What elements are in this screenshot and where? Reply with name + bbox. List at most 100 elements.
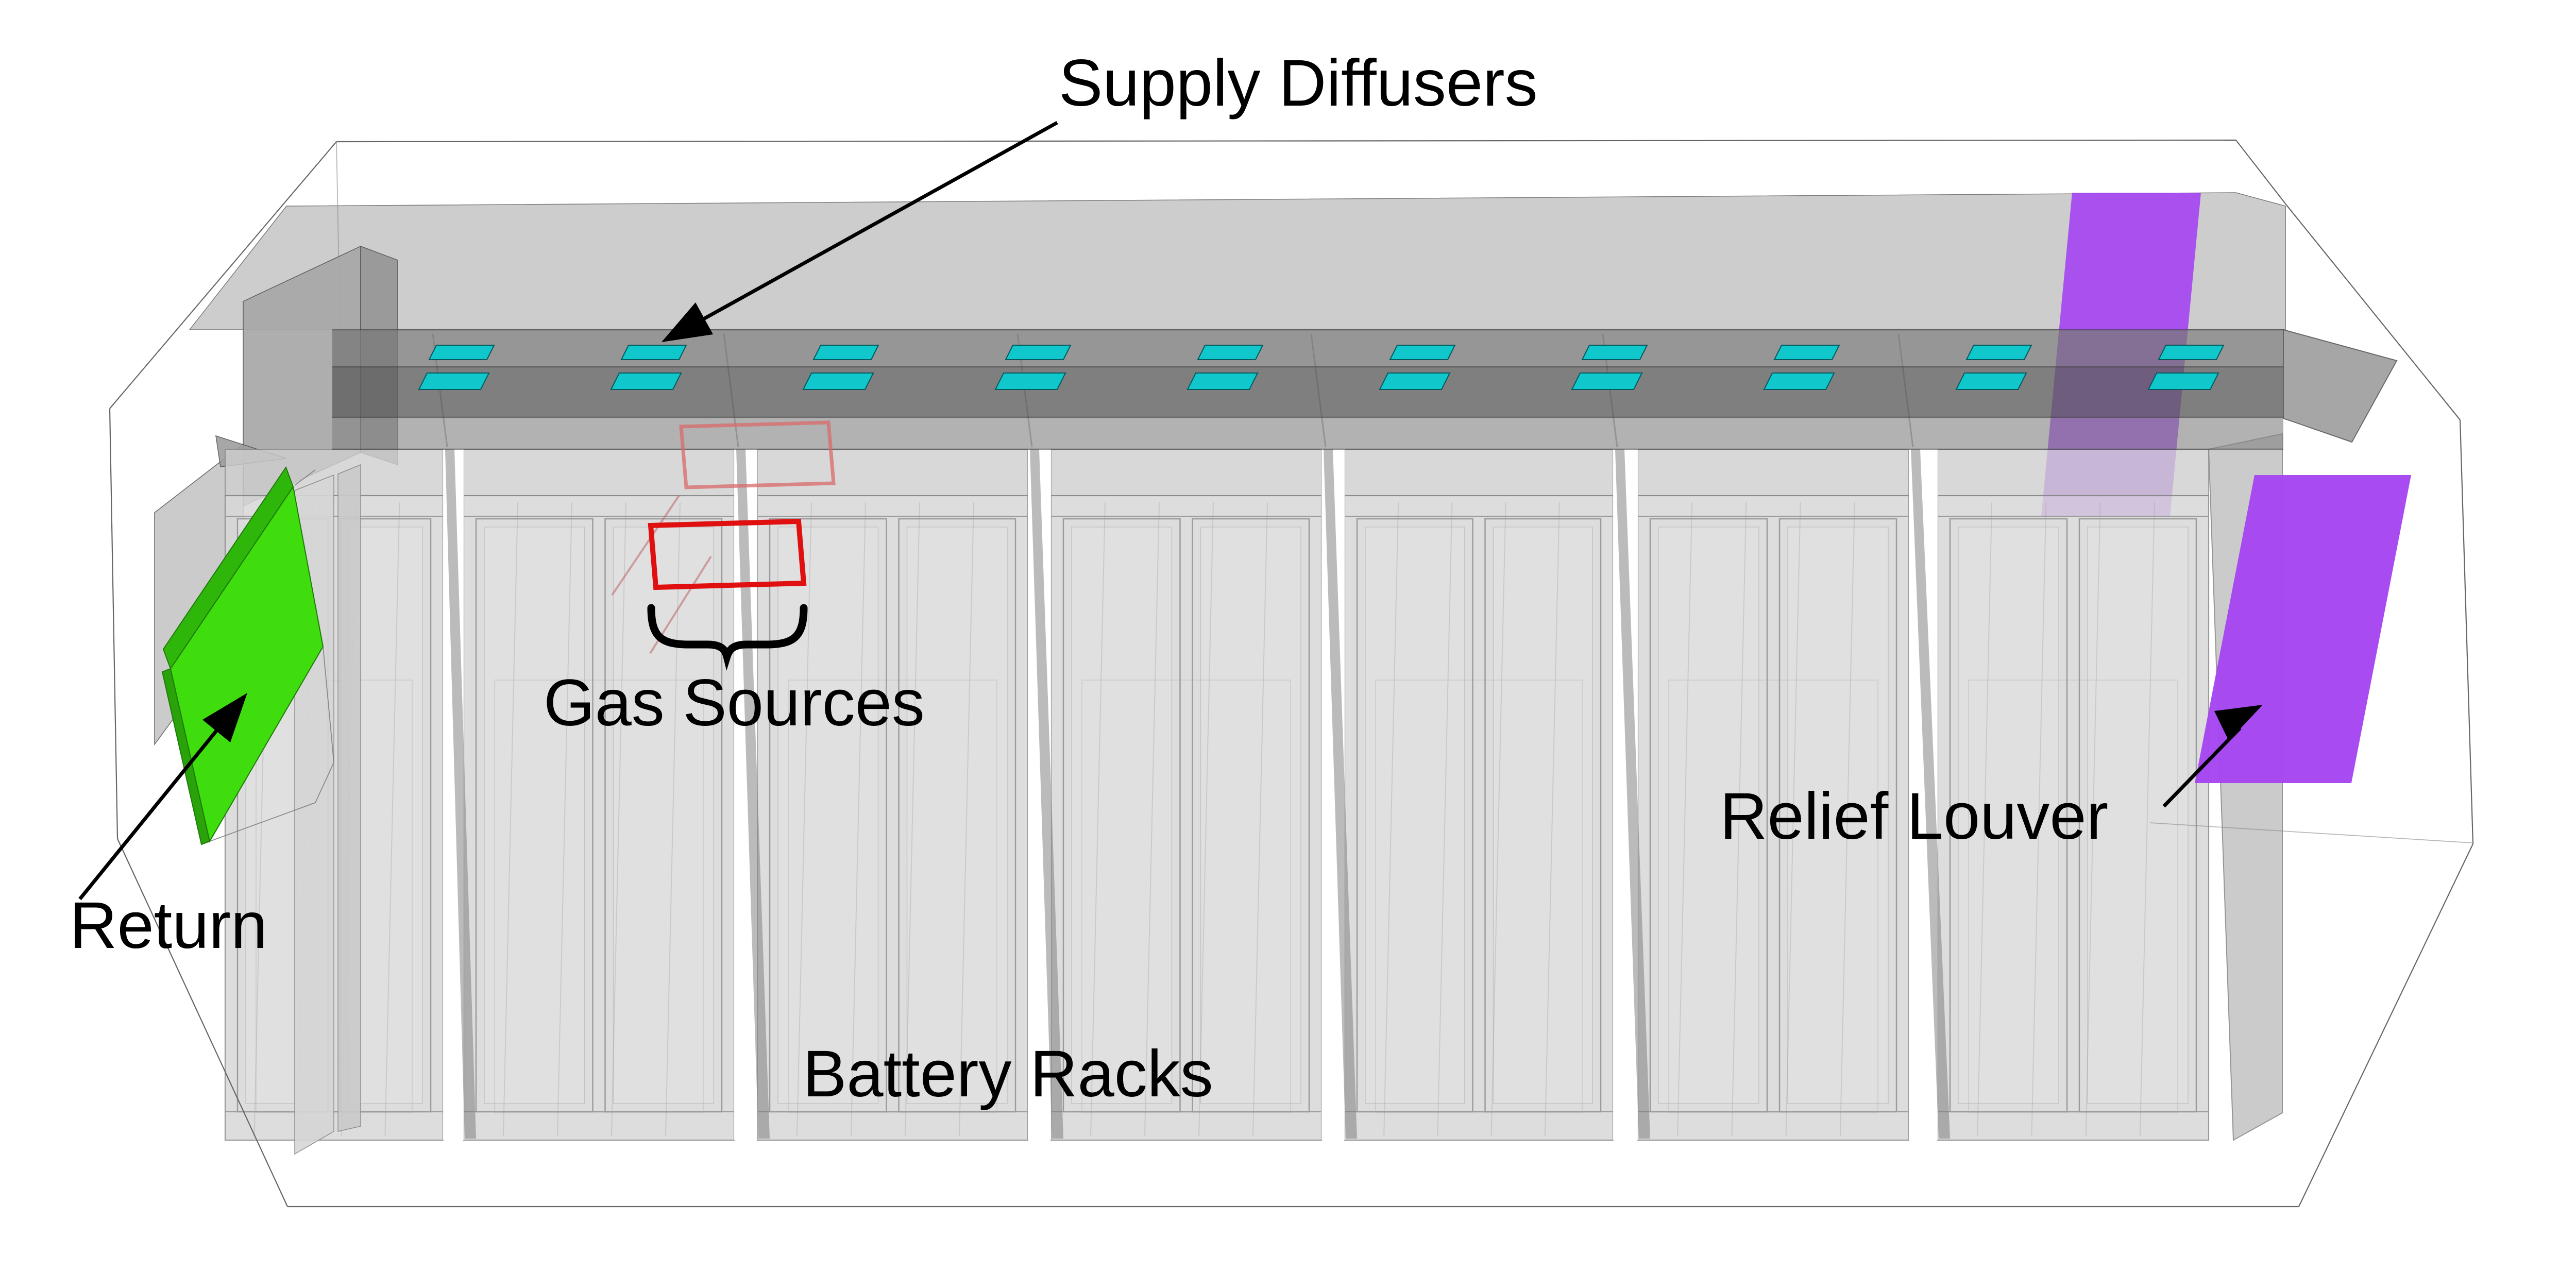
relief-louver-right-panel — [2195, 475, 2411, 783]
supply-diffuser-bottom-row — [1187, 372, 1259, 390]
rack-door-inset — [1787, 527, 1889, 1104]
supply-diffuser-bottom-row — [1379, 372, 1451, 390]
supply-diffuser-bottom-row — [610, 372, 682, 390]
end-panel-back — [337, 464, 361, 1132]
diffuser-pair — [994, 345, 1072, 390]
rack-back-row-ghost — [1668, 680, 1878, 1113]
rack-group — [1637, 449, 1910, 1141]
supply-diffusers-group — [418, 345, 2225, 390]
rack-interior-seam — [905, 502, 920, 1137]
rack-side-panel-sliver — [445, 449, 476, 1139]
rack-interior-seam — [1252, 502, 1268, 1137]
rack-aisle-gap — [1016, 333, 1063, 1140]
rack-interior-seam — [1437, 502, 1453, 1137]
diffuser-pair — [1763, 345, 1840, 390]
rack-side-panel-sliver — [1030, 449, 1063, 1139]
rack-door-inset — [613, 527, 714, 1104]
rack-door-inset — [1958, 527, 2059, 1104]
diffuser-pair — [802, 345, 879, 390]
rack-interior-seam — [384, 502, 400, 1137]
rack-door-inset — [777, 527, 879, 1104]
rack-top-strip — [1937, 449, 2209, 496]
supply-diffuser-bottom-row — [1955, 372, 2027, 390]
battery-racks-label: Battery Racks — [803, 1037, 1213, 1111]
rack-side-panel-sliver — [1324, 449, 1357, 1139]
diffuser-pair — [418, 345, 495, 390]
gas-projection-line-1 — [611, 495, 680, 596]
supply-diffuser-top-row — [812, 345, 879, 360]
rack-interior-seam — [611, 502, 626, 1137]
supply-diffuser-top-row — [428, 345, 495, 360]
supply-diffuser-bottom-row — [994, 372, 1066, 390]
return-grille-box — [161, 466, 334, 845]
rack-door-inset — [1658, 527, 1759, 1104]
rack-group — [1050, 449, 1323, 1141]
rack-door-inset — [1200, 527, 1301, 1104]
rack-interior-seam — [1383, 502, 1399, 1137]
rack-door-inset — [2087, 527, 2189, 1104]
rack-interior-seam — [959, 502, 974, 1137]
return-label: Return — [70, 889, 267, 962]
rack-interior-seam — [1785, 502, 1801, 1137]
rack-group — [463, 449, 735, 1141]
diffuser-pair — [1571, 345, 1648, 390]
room-wireframe — [109, 139, 2474, 1208]
rack-interior-seam — [1198, 502, 1214, 1137]
return-housing-wireframe — [209, 469, 334, 842]
rack-side-panel-sliver — [1911, 449, 1950, 1139]
rack-interior-seam — [1839, 502, 1855, 1137]
diffuser-pair — [1379, 345, 1456, 390]
rack-door-inset — [1493, 527, 1593, 1104]
gas-sources-brace — [647, 604, 808, 671]
annotations: Supply Diffusers Gas Sources Battery Rac… — [70, 46, 2263, 1111]
rack-top-strip — [1344, 449, 1614, 496]
rack-door-inset — [484, 527, 585, 1104]
supply-diffuser-top-row — [620, 345, 687, 360]
diffuser-pair — [1187, 345, 1264, 390]
rack-interior-seam — [557, 502, 572, 1137]
rack-interior-seam — [2031, 502, 2047, 1137]
rack-aisle-gap — [1602, 333, 1650, 1140]
gas-source-outline-lower — [648, 518, 807, 590]
supply-diffuser-top-row — [1965, 345, 2032, 360]
supply-diffuser-top-row — [1197, 345, 1264, 360]
rack-back-row-ghost — [1081, 680, 1291, 1113]
relief-louver-arrowhead — [2214, 705, 2263, 741]
return-arrow-line — [78, 711, 232, 901]
rack-group — [1937, 449, 2210, 1141]
rack-back-row-ghost — [494, 680, 704, 1113]
supply-diffuser-top-row — [1773, 345, 1840, 360]
relief-louver-label: Relief Louver — [1720, 779, 2108, 853]
return-arrowhead — [202, 693, 247, 742]
supply-diffuser-top-row — [1389, 345, 1456, 360]
rack-interior-seam — [1977, 502, 1993, 1137]
rack-door-inset — [1071, 527, 1173, 1104]
rack-interior-seam — [796, 502, 812, 1137]
rack-interior-seam — [1490, 502, 1506, 1137]
rack-aisle-gap — [1310, 333, 1357, 1140]
diffuser-pair — [610, 345, 687, 390]
diffuser-pair — [1955, 345, 2032, 390]
battery-racks-row — [224, 333, 2283, 1141]
rack-back-row-ghost — [1968, 680, 2178, 1113]
rack-top-strip — [757, 449, 1028, 496]
rack-group — [1344, 449, 1614, 1141]
relief-louver-arrow-line — [2162, 726, 2242, 808]
gas-source-outline-upper — [679, 420, 836, 489]
rack-interior-seam — [1544, 502, 1560, 1137]
rack-interior-seam — [2139, 502, 2155, 1137]
rack-group — [756, 449, 1029, 1141]
supply-diffusers-label: Supply Diffusers — [1059, 46, 1538, 120]
rack-back-row-ghost — [1375, 680, 1583, 1113]
supply-diffuser-bottom-row — [1571, 372, 1643, 390]
rack-interior-seam — [1731, 502, 1747, 1137]
diffuser-pair — [2147, 345, 2225, 390]
rack-back-row-ghost — [788, 680, 997, 1113]
rack-side-panel-sliver — [1615, 449, 1650, 1139]
supply-diffuser-bottom-row — [2147, 372, 2219, 390]
supply-diffusers-arrow-line — [683, 121, 1058, 332]
supply-diffuser-top-row — [1581, 345, 1648, 360]
rack-interior-seam — [503, 502, 518, 1137]
